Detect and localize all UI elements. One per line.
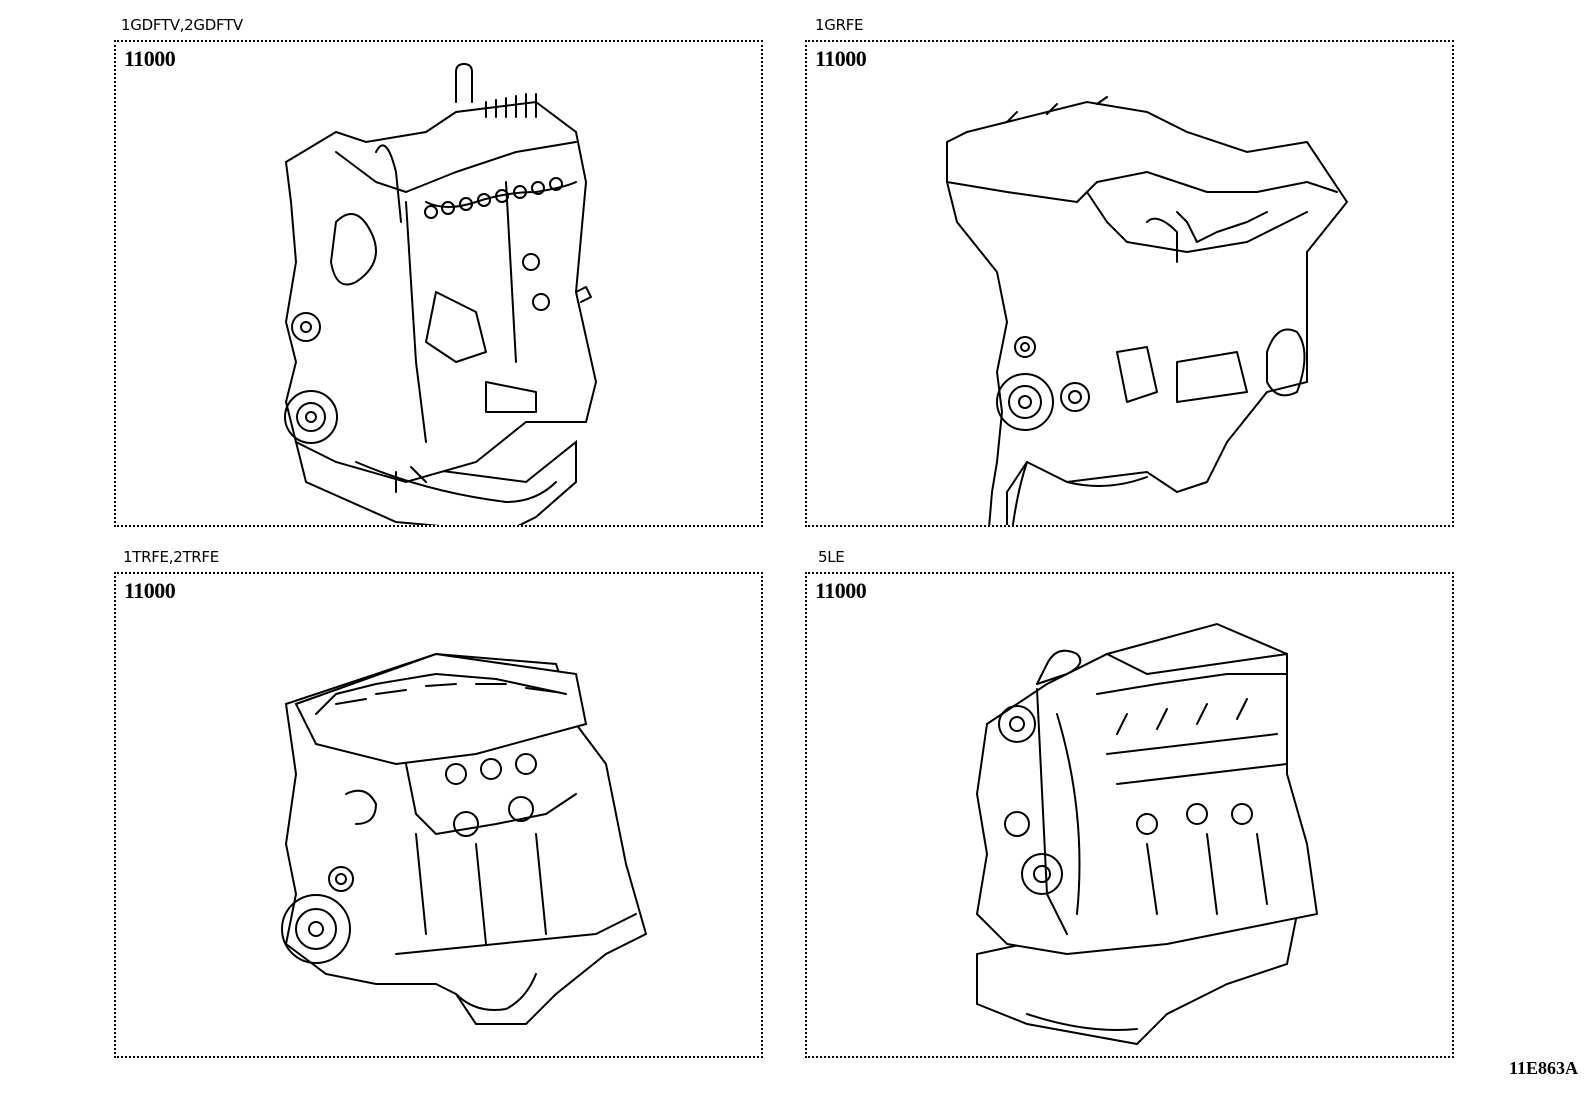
engine-label-1grfe: 1GRFE (815, 16, 864, 34)
panel-1grfe: 11000 (805, 40, 1454, 527)
engine-illustration-1grfe[interactable] (807, 42, 1452, 525)
panel-1trfe: 11000 (114, 572, 763, 1058)
engine-label-1trfe: 1TRFE,2TRFE (123, 548, 219, 566)
part-number[interactable]: 11000 (815, 46, 867, 71)
panel-5le: 11000 (805, 572, 1454, 1058)
figure-id: 11E863A (1508, 1058, 1578, 1078)
part-number[interactable]: 11000 (124, 578, 176, 603)
part-number[interactable]: 11000 (815, 578, 867, 603)
engine-illustration-1trfe[interactable] (116, 574, 761, 1056)
panel-1gdftv: 11000 (114, 40, 763, 527)
engine-label-1gdftv: 1GDFTV,2GDFTV (121, 16, 243, 34)
engine-illustration-1gdftv[interactable] (116, 42, 761, 525)
part-number[interactable]: 11000 (124, 46, 176, 71)
engine-label-5le: 5LE (818, 548, 845, 566)
engine-illustration-5le[interactable] (807, 574, 1452, 1056)
